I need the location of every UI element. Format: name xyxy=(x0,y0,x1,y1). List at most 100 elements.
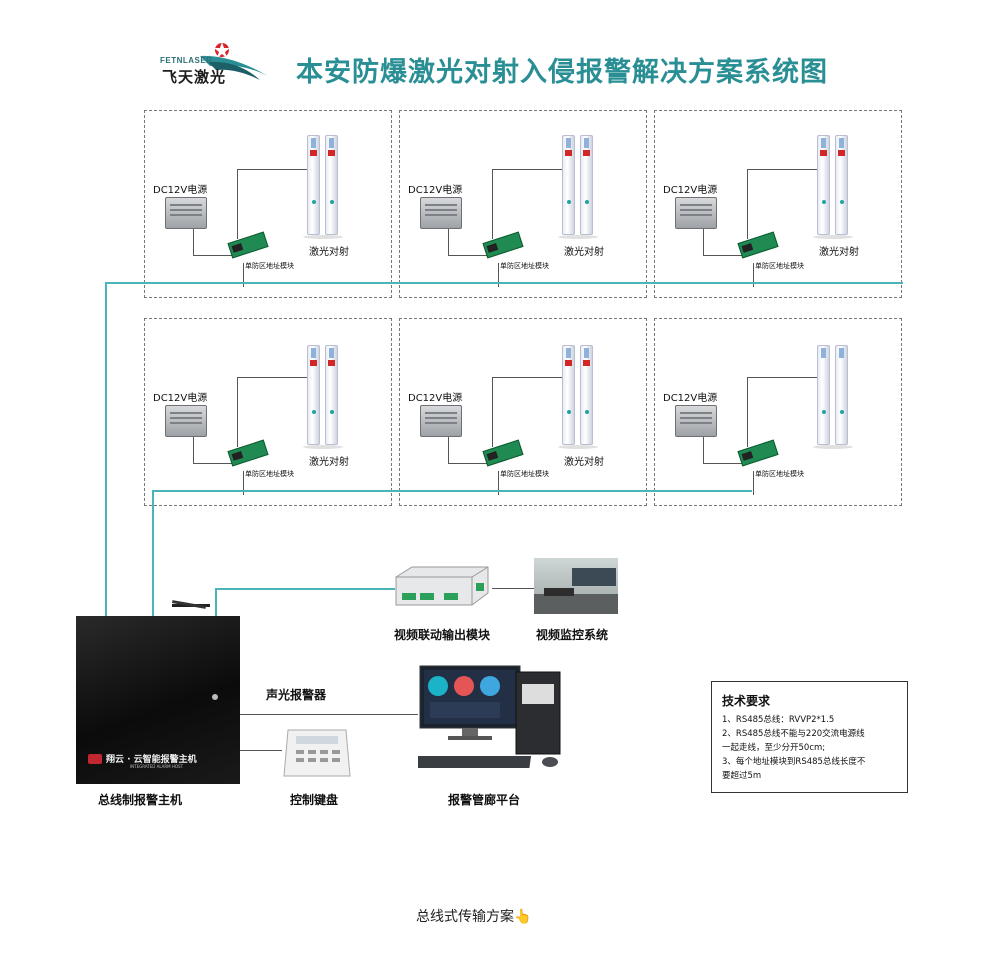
tech-line-1: 1、RS485总线：RVVP2*1.5 xyxy=(722,715,835,725)
address-module-icon xyxy=(737,439,779,467)
zone-box-3: DC12V电源单防区地址模块激光对射 xyxy=(654,110,902,298)
power-supply-icon xyxy=(675,197,717,229)
video-system-image xyxy=(534,558,618,614)
post-indicator-icon xyxy=(585,200,589,204)
tech-line-3: 一起走线，至少分开50cm; xyxy=(722,743,826,753)
keypad-icon xyxy=(283,729,351,777)
bus-line-video xyxy=(215,588,395,590)
laser-post-1 xyxy=(817,135,830,235)
psu-label: DC12V电源 xyxy=(663,393,718,404)
host-lock-icon xyxy=(212,694,218,700)
laser-label: 激光对射 xyxy=(564,457,604,468)
psu-label: DC12V电源 xyxy=(153,393,208,404)
wire-psu-module-h xyxy=(448,255,488,256)
wire-psu-module-h xyxy=(193,255,233,256)
laser-post-1 xyxy=(307,135,320,235)
tech-line-2: 2、RS485总线不能与220交流电源线 xyxy=(722,729,865,739)
post-shadow xyxy=(558,235,598,239)
laser-label: 激光对射 xyxy=(819,247,859,258)
module-label: 单防区地址模块 xyxy=(500,262,549,270)
wire-module-laser xyxy=(237,169,307,170)
post-indicator-icon xyxy=(567,410,571,414)
ex-badge-icon xyxy=(583,150,590,156)
ex-badge-icon xyxy=(310,360,317,366)
wire-module-up xyxy=(747,377,748,447)
tech-line-4: 3、每个地址模块到RS485总线长度不 xyxy=(722,757,866,767)
laser-post-2 xyxy=(325,345,338,445)
page-title: 本安防爆激光对射入侵报警解决方案系统图 xyxy=(296,57,828,88)
bus-line-video-drop xyxy=(215,588,217,618)
post-shadow xyxy=(558,445,598,449)
post-window xyxy=(329,138,334,148)
host-label: 总线制报警主机 xyxy=(98,793,183,807)
ex-badge-icon xyxy=(310,150,317,156)
wire-module-laser xyxy=(492,377,562,378)
post-indicator-icon xyxy=(585,410,589,414)
pointing-up-icon: 👆 xyxy=(514,909,532,925)
footer-text: 总线式传输方案 xyxy=(416,909,514,925)
logo-star-icon xyxy=(200,42,268,80)
address-module-icon xyxy=(737,231,779,259)
post-window xyxy=(839,348,844,358)
psu-label: DC12V电源 xyxy=(153,185,208,196)
video-system-label: 视频监控系统 xyxy=(536,628,609,642)
wire-psu-module-h xyxy=(703,463,743,464)
module-label: 单防区地址模块 xyxy=(245,262,294,270)
wire-module-up xyxy=(747,169,748,239)
laser-post-2 xyxy=(580,345,593,445)
laser-post-1 xyxy=(562,345,575,445)
laser-post-2 xyxy=(835,345,848,445)
post-indicator-icon xyxy=(567,200,571,204)
platform-label: 报警管廊平台 xyxy=(448,793,521,807)
post-indicator-icon xyxy=(330,410,334,414)
host-brand-sub: INTEGRATED ALARM HOST xyxy=(130,764,184,769)
logo-en-text: FETNLASER xyxy=(160,56,213,65)
post-indicator-icon xyxy=(330,200,334,204)
module-label: 单防区地址模块 xyxy=(500,470,549,478)
post-window xyxy=(311,348,316,358)
host-brand-text: 翔云 · 云智能报警主机 xyxy=(106,755,197,765)
laser-post-1 xyxy=(817,345,830,445)
module-label: 单防区地址模块 xyxy=(245,470,294,478)
post-indicator-icon xyxy=(840,410,844,414)
post-indicator-icon xyxy=(822,200,826,204)
post-shadow xyxy=(813,445,853,449)
tech-requirements-box: 技术要求 1、RS485总线：RVVP2*1.5 2、RS485总线不能与220… xyxy=(711,681,908,793)
post-shadow xyxy=(303,235,343,239)
wire-module-up xyxy=(237,377,238,447)
wire-keyboard xyxy=(240,750,282,751)
wire-psu-module-h xyxy=(193,463,233,464)
post-window xyxy=(311,138,316,148)
laser-label: 激光对射 xyxy=(309,457,349,468)
laser-label: 激光对射 xyxy=(564,247,604,258)
laser-label: 激光对射 xyxy=(309,247,349,258)
power-supply-icon xyxy=(420,197,462,229)
power-supply-icon xyxy=(165,197,207,229)
wire-module-laser xyxy=(747,377,817,378)
wire-module-bus xyxy=(498,471,499,495)
psu-label: DC12V电源 xyxy=(408,393,463,404)
zone-box-5: DC12V电源单防区地址模块 激光对射 xyxy=(399,318,647,506)
platform-pc xyxy=(407,664,574,782)
keyboard-label: 控制键盘 xyxy=(290,793,339,807)
wire-psu-module xyxy=(703,229,704,255)
power-supply-icon xyxy=(675,405,717,437)
ex-badge-icon xyxy=(328,360,335,366)
module-label: 单防区地址模块 xyxy=(755,262,804,270)
wire-psu-module xyxy=(448,229,449,255)
wire-module-bus xyxy=(753,263,754,287)
address-module-icon xyxy=(227,439,269,467)
wire-module-bus xyxy=(243,471,244,495)
laser-post-2 xyxy=(580,135,593,235)
post-indicator-icon xyxy=(822,410,826,414)
video-linkage-module xyxy=(392,563,492,609)
wire-module-up xyxy=(492,377,493,447)
bus-line-row1 xyxy=(105,282,903,284)
wire-module-laser xyxy=(237,377,307,378)
post-window xyxy=(839,138,844,148)
footer-caption: 总线式传输方案👆 xyxy=(416,906,531,926)
zone-box-1: DC12V电源单防区地址模块 激光对射 xyxy=(144,110,392,298)
post-indicator-icon xyxy=(312,200,316,204)
alarm-host-panel: 翔云 · 云智能报警主机 INTEGRATED ALARM HOST xyxy=(76,604,240,784)
bus-line-row2 xyxy=(152,490,752,492)
